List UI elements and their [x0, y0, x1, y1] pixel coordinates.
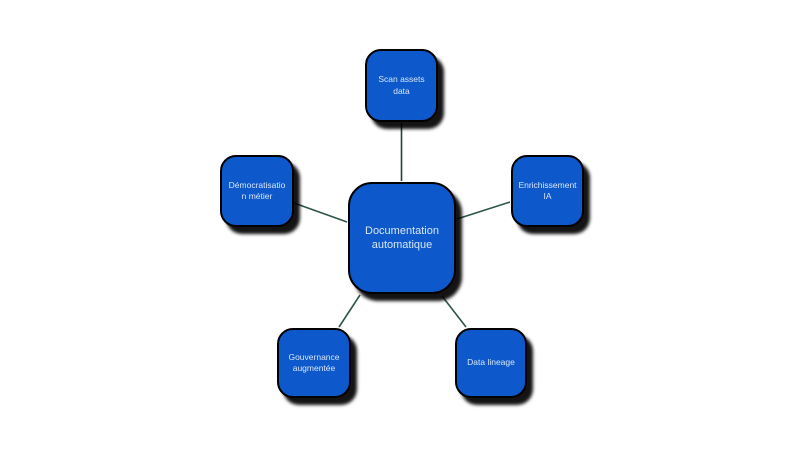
node-enrichissement-ia[interactable]: Enrichissement IA: [511, 155, 584, 227]
node-label-line: data: [393, 85, 410, 96]
node-label-line: n métier: [241, 191, 273, 201]
connector-center-to-bottom-left: [338, 294, 361, 328]
node-label-line: augmentée: [292, 363, 336, 373]
node-label-line: Data lineage: [467, 357, 515, 368]
node-label-line: Enrichissement: [518, 179, 577, 190]
node-democratisation-metier[interactable]: Démocratisatio n métier: [220, 155, 294, 227]
node-label-line: IA: [543, 191, 552, 201]
node-data-lineage[interactable]: Data lineage: [455, 328, 527, 398]
node-label-line: Scan assets: [378, 74, 425, 85]
node-gouvernance-augmentee[interactable]: Gouvernance augmentée: [277, 328, 351, 398]
node-label: Documentation automatique: [350, 224, 454, 253]
connector-center-to-bottom-right: [441, 295, 467, 328]
node-label-line: Documentation: [365, 224, 439, 237]
node-label: Démocratisatio n métier: [222, 180, 292, 202]
node-label: Gouvernance augmentée: [279, 352, 349, 374]
node-label-line: automatique: [371, 239, 433, 251]
node-documentation-automatique[interactable]: Documentation automatique: [348, 182, 456, 294]
node-label: Enrichissement IA: [513, 180, 582, 202]
node-scan-assets-data[interactable]: Scan assets data: [365, 49, 438, 122]
node-label-line: Gouvernance: [288, 351, 340, 362]
node-label: Data lineage: [457, 357, 525, 368]
node-label: Scan assets data: [367, 74, 436, 96]
connector-center-to-right: [456, 201, 511, 220]
connector-center-to-left: [293, 202, 348, 223]
node-label-line: Démocratisatio: [228, 179, 286, 190]
